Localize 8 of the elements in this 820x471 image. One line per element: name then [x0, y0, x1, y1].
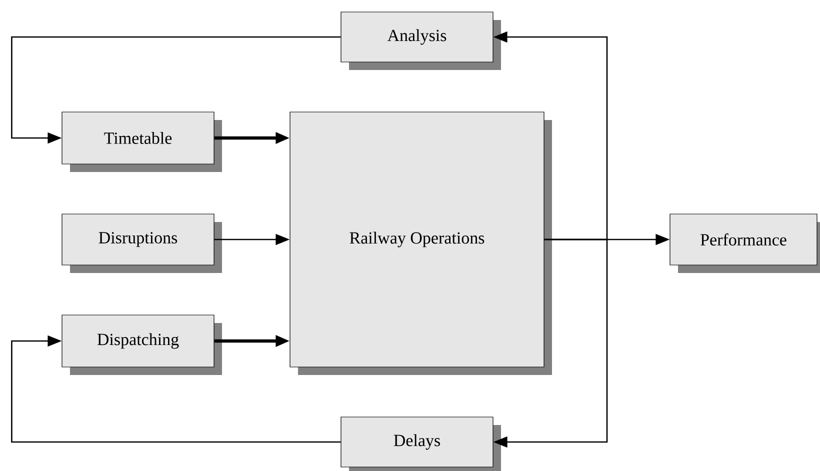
- block-box: Timetable: [62, 112, 222, 172]
- block-box: Performance: [670, 214, 820, 273]
- block-box: Delays: [340, 416, 501, 471]
- process-box: Railway Operations: [290, 112, 552, 375]
- block-box: Dispatching: [62, 314, 222, 375]
- block-box: Analysis: [340, 12, 501, 70]
- block-box: Disruptions: [62, 214, 222, 273]
- arrow: [11, 335, 341, 443]
